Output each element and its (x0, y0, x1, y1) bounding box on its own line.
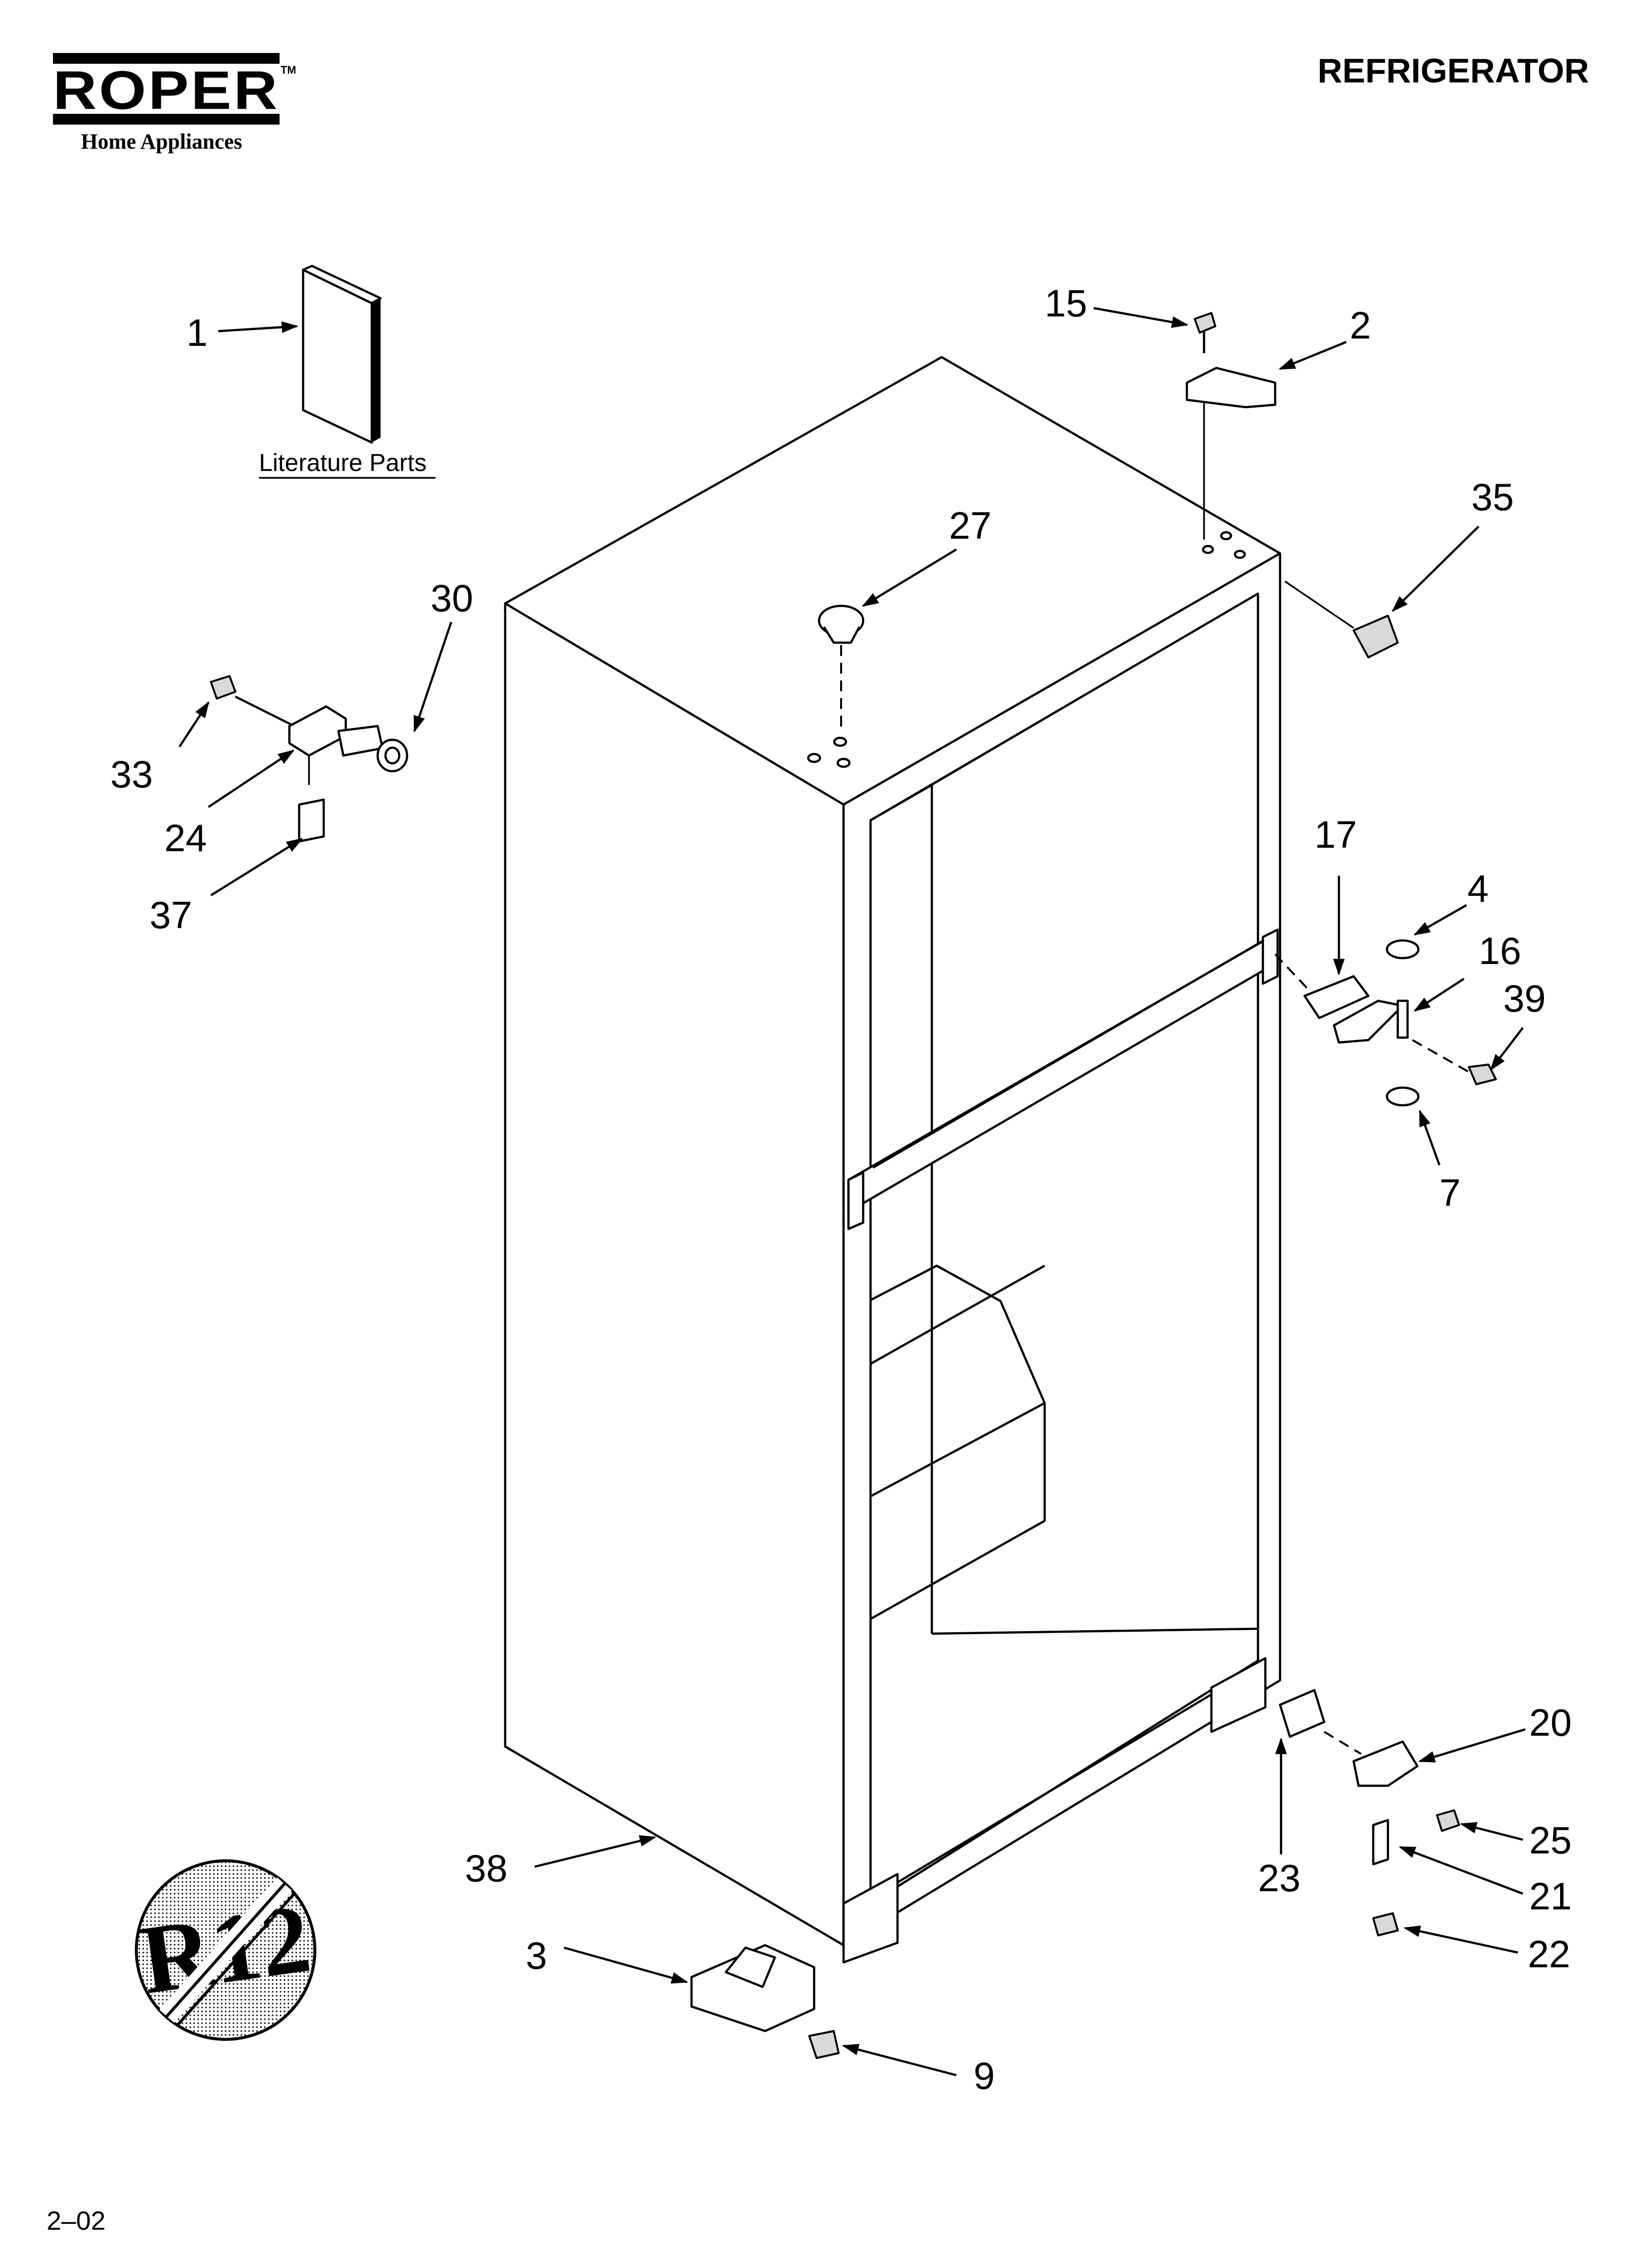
callout-3: 3 (526, 1934, 547, 1977)
roller-leveler-part (690, 1944, 840, 2059)
literature-parts-booklet (302, 264, 382, 444)
callout-35: 35 (1471, 475, 1514, 519)
refrigerator-cabinet (504, 356, 1282, 1964)
page-code: 2–02 (47, 2206, 105, 2236)
trademark-mark: TM (281, 64, 296, 76)
callout-4: 4 (1467, 867, 1488, 910)
callout-21: 21 (1529, 1875, 1572, 1918)
callout-23: 23 (1258, 1856, 1301, 1900)
callout-37: 37 (150, 893, 192, 937)
callout-1: 1 (186, 311, 207, 354)
hinge-cover-part (1353, 615, 1399, 658)
callout-27: 27 (949, 504, 992, 547)
no-r12-badge: R12 (134, 1859, 317, 2041)
callout-leaders (179, 307, 1526, 2077)
roper-logo: ROPER TM Home Appliances (53, 53, 296, 154)
literature-parts-label: Literature Parts (259, 449, 427, 476)
top-hinge-part (1185, 312, 1277, 540)
callout-9: 9 (974, 2054, 995, 2097)
callout-33: 33 (110, 753, 153, 796)
callout-7: 7 (1439, 1171, 1461, 1214)
callout-24: 24 (164, 816, 207, 860)
callout-17: 17 (1314, 813, 1357, 856)
callout-25: 25 (1529, 1819, 1572, 1862)
lower-hinge-assembly (1279, 1689, 1460, 1936)
callout-38: 38 (465, 1847, 508, 1890)
brand-tagline: Home Appliances (81, 130, 242, 154)
callout-30: 30 (431, 576, 473, 620)
page-title: REFRIGERATOR (1317, 52, 1589, 90)
plug-button-part (818, 604, 865, 731)
callout-39: 39 (1503, 977, 1546, 1020)
brand-name: ROPER (53, 60, 280, 121)
upper-left-hinge-assembly (210, 675, 409, 843)
callout-16: 16 (1479, 929, 1521, 972)
callout-15: 15 (1045, 282, 1087, 325)
callout-20: 20 (1529, 1701, 1572, 1744)
callout-2: 2 (1350, 304, 1371, 347)
middle-hinge-assembly (1274, 939, 1497, 1107)
callout-22: 22 (1528, 1932, 1570, 1976)
